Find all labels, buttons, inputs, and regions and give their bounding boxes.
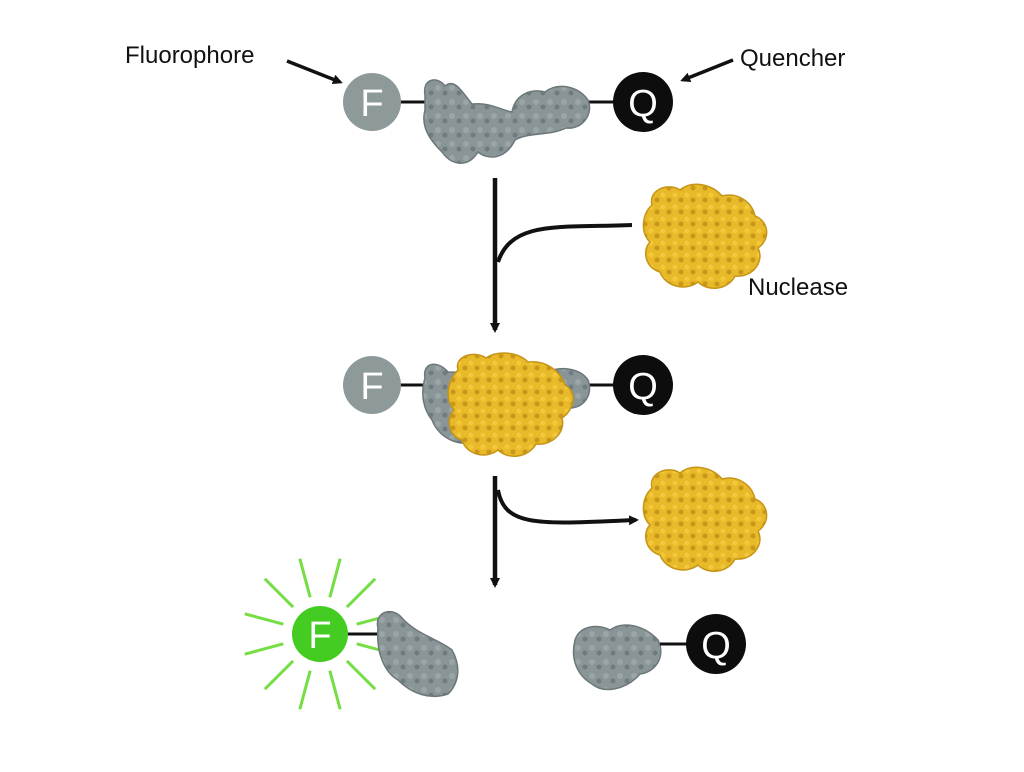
emission-ray	[298, 558, 312, 598]
emission-rays	[244, 558, 396, 710]
cleaved-products: F Q	[244, 558, 746, 710]
emission-ray	[263, 577, 295, 609]
emission-ray	[328, 558, 342, 598]
dna-fragment-shape	[376, 610, 459, 698]
nuclease-join-curve	[496, 223, 633, 263]
quencher-circle	[613, 355, 673, 415]
quencher-glyph: Q	[701, 625, 731, 667]
emission-ray	[263, 659, 295, 691]
quencher-label: Quencher	[740, 45, 845, 72]
nuclease-enzyme-shape	[642, 466, 768, 572]
binding-step: Nuclease	[490, 178, 848, 333]
fluorophore-circle	[343, 73, 401, 131]
fluorophore-circle	[343, 356, 401, 414]
fluorophore-circle-emitting	[292, 606, 348, 662]
bound-complex: F Q	[343, 352, 673, 457]
top-probe: Fluorophore Quencher F Q	[125, 42, 845, 164]
nuclease-enzyme-shape	[447, 352, 574, 457]
emission-ray	[345, 577, 377, 609]
emission-ray	[328, 670, 342, 710]
nuclease-label: Nuclease	[748, 274, 848, 301]
emission-ray	[244, 642, 284, 656]
emission-ray	[298, 670, 312, 710]
dna-substrate-shape	[423, 79, 591, 164]
fluorophore-glyph: F	[360, 366, 383, 408]
quencher-circle	[613, 72, 673, 132]
fluorophore-glyph: F	[360, 83, 383, 125]
quencher-glyph: Q	[628, 366, 658, 408]
quencher-pointer-arrow	[680, 58, 734, 83]
release-step	[490, 466, 768, 588]
emission-ray	[244, 612, 284, 626]
fluorophore-glyph: F	[308, 615, 331, 657]
dna-fragment-shape	[572, 624, 662, 691]
nuclease-release-curve	[496, 489, 639, 526]
emission-ray	[345, 659, 377, 691]
fluorophore-label: Fluorophore	[125, 42, 254, 69]
fluorophore-pointer-arrow	[286, 59, 343, 85]
nuclease-enzyme-shape	[642, 183, 768, 289]
quencher-glyph: Q	[628, 83, 658, 125]
quencher-circle	[686, 614, 746, 674]
